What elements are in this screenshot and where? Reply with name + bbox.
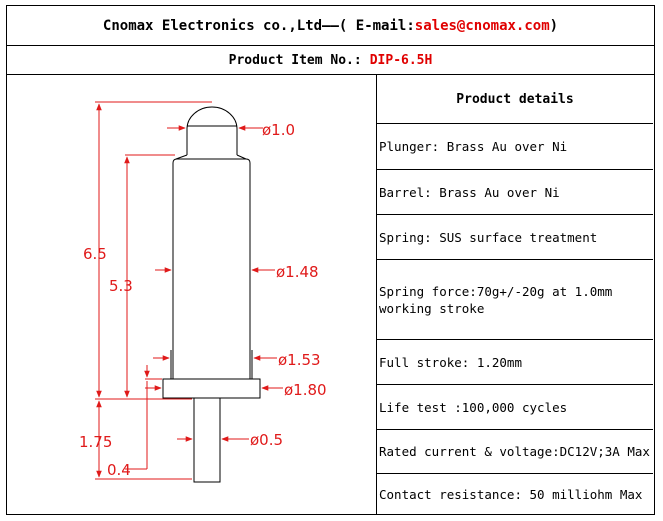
product-item-row: Product Item No.: DIP-6.5H — [7, 46, 654, 75]
tail — [193, 397, 221, 483]
dim-barrel-label: 5.3 — [109, 277, 133, 295]
plunger-tip — [186, 106, 238, 155]
dim-tail-label: 1.75 — [79, 433, 112, 451]
dim-total-label: 6.5 — [83, 245, 107, 263]
plunger-neck — [175, 154, 188, 160]
detail-life-test: Life test :100,000 cycles — [377, 385, 653, 430]
detail-rated-current: Rated current & voltage:DC12V;3A Max — [377, 430, 653, 474]
detail-plunger: Plunger: Brass Au over Ni — [377, 124, 653, 170]
detail-full-stroke: Full stroke: 1.20mm — [377, 340, 653, 385]
detail-spring: Spring: SUS surface treatment — [377, 215, 653, 260]
product-details-table: Product details Plunger: Brass Au over N… — [377, 75, 653, 514]
company-name: Cnomax Electronics co.,Ltd——( E-mail: — [102, 17, 415, 34]
company-header: Cnomax Electronics co.,Ltd——( E-mail: sa… — [7, 6, 654, 46]
product-item-label: Product Item No.: — [228, 52, 362, 68]
flange — [162, 378, 261, 399]
dim-flange-diameter-label: ø1.80 — [284, 381, 327, 399]
dim-flange-label: 0.4 — [107, 461, 131, 479]
barrel-top-left — [172, 158, 178, 164]
pin-drawing-svg: 6.5 5.3 1.75 0.4 ø1.0 ø1.48 ø1.53 ø1.80 … — [79, 101, 327, 483]
spec-sheet: Cnomax Electronics co.,Ltd——( E-mail: sa… — [6, 5, 655, 515]
dim-tip-diameter-label: ø1.0 — [262, 121, 295, 139]
dim-barrel-bottom-diameter-label: ø1.53 — [278, 351, 321, 369]
pin-outline — [162, 106, 261, 483]
email-link[interactable]: sales@cnomax.com — [414, 17, 550, 34]
header-close: ) — [549, 17, 559, 34]
dim-barrel-diameter-label: ø1.48 — [276, 263, 319, 281]
detail-barrel: Barrel: Brass Au over Ni — [377, 170, 653, 215]
dimension-lines — [95, 101, 283, 480]
technical-drawing: 6.5 5.3 1.75 0.4 ø1.0 ø1.48 ø1.53 ø1.80 … — [7, 75, 377, 514]
detail-contact-resistance: Contact resistance: 50 milliohm Max — [379, 486, 643, 502]
dim-tail-diameter-label: ø0.5 — [250, 431, 283, 449]
detail-spring-force: Spring force:70g+/-20g at 1.0mm working … — [377, 260, 653, 340]
details-title: Product details — [377, 75, 653, 124]
barrel-top-right — [245, 158, 251, 164]
product-item-code: DIP-6.5H — [369, 52, 433, 68]
plunger-neck-right — [236, 154, 247, 160]
